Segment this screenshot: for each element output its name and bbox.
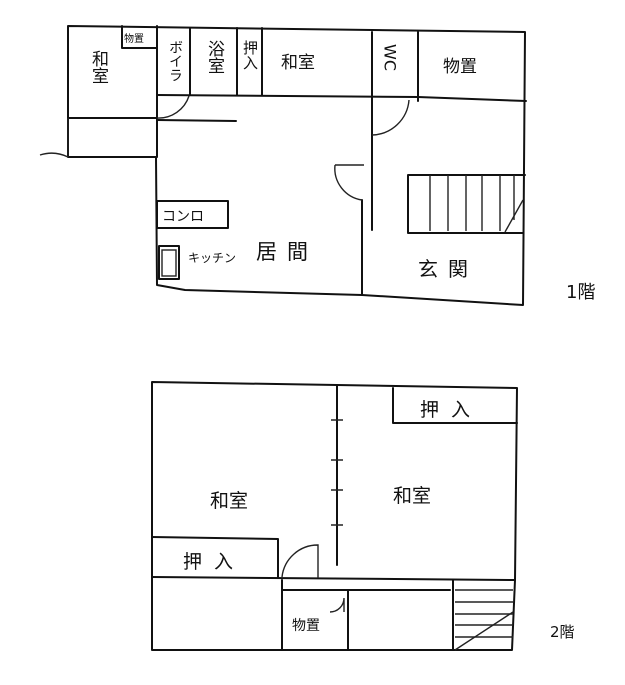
room-label-washitsu-right: 和室 [393,485,431,507]
stove-counter [156,200,229,229]
room-label-washitsu-left: 和室 [210,490,248,512]
room-label-bath: 浴室 [204,40,225,74]
room-label-storage: 物置 [292,618,320,634]
floor1-plan: 和室 物置 ボイラ 浴室 押入 和室 WC 物置 コンロ キッチン 居間 玄関 … [39,25,595,306]
floor2-level-label: 2階 [550,623,575,641]
kitchen-sink [158,245,180,280]
room-label-living: 居間 [256,240,318,264]
room-label-storage: 物置 [443,57,477,77]
door-swing-left-exterior [39,118,69,158]
floor2-outer-wall [151,381,518,651]
floor1-outer-wall [67,25,526,306]
door-swing-wc [371,99,410,136]
door-swing-boiler [156,95,190,119]
room-label-entrance: 玄関 [418,257,478,281]
door-swing-living [334,164,364,201]
door-swing-floor2-center [281,544,319,578]
room-label-wc: WC [381,44,400,71]
room-label-stove: コンロ [162,209,204,225]
room-label-washitsu-top: 和室 [281,53,315,73]
floor2-plan: 和室 和室 押入 押入 物置 2階 [151,381,575,651]
floor2-oshiire-top [392,387,518,424]
room-label-oshiire-top: 押入 [420,399,482,421]
room-label-closet: 物置 [124,32,144,45]
floor1-level-label: 1階 [566,282,595,303]
floor1-closet-wall [121,25,158,49]
room-label-oshiire: 押入 [241,40,259,70]
floor2-oshiire-left [151,536,279,578]
room-label-oshiire-left: 押入 [183,551,245,573]
room-label-boiler: ボイラ [167,40,183,82]
room-label-kitchen: キッチン [188,251,236,265]
door-swing-floor2-storage [329,597,345,613]
room-label-washitsu: 和室 [88,50,109,84]
